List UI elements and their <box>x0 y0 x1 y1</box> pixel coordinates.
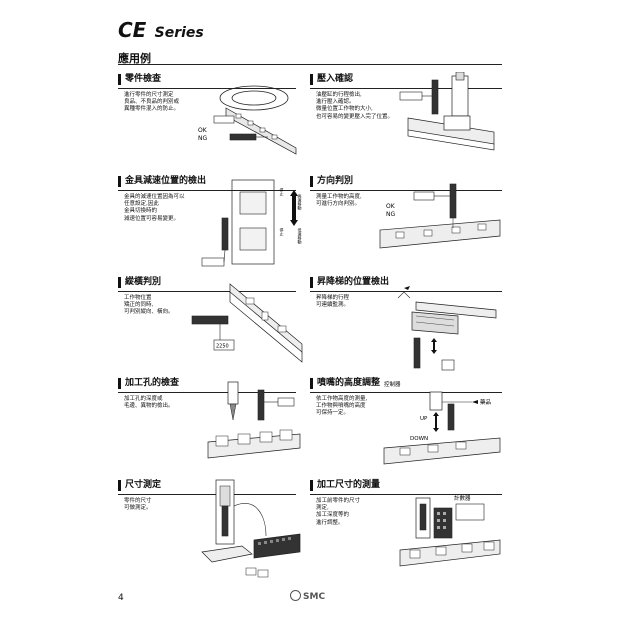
app-desc-dimension-measurement: 零件的尺寸 可做測定。 <box>124 498 152 512</box>
up-label: UP <box>420 416 428 422</box>
app-desc-part-inspection: 進行零件的尺寸測定 良品、不良品的判別或 異種零件混入的防止。 <box>124 92 180 113</box>
label-low-speed: 低速移動 <box>298 227 303 245</box>
ng-label: NG <box>198 135 207 142</box>
app-divider <box>310 392 502 393</box>
series-suffix: Series <box>154 25 204 41</box>
app-title-hole-inspection: 加工孔的檢查 <box>118 378 179 389</box>
ok-label: OK <box>198 127 208 134</box>
app-desc-hole-inspection: 加工孔的深度或 毛邊、異物的檢出。 <box>124 396 174 410</box>
logo-icon <box>290 590 301 601</box>
app-title-machining-measurement: 加工尺寸的測量 <box>310 480 380 491</box>
ok-label: OK <box>386 203 396 210</box>
app-title-press-fit: 壓入確認 <box>310 74 353 85</box>
brand-logo: SMC <box>290 590 325 602</box>
section-divider <box>118 64 502 65</box>
app-divider <box>310 190 502 191</box>
app-desc-elevator-position: 昇降梯的行程 可連續監測。 <box>316 295 350 309</box>
section-heading: 應用例 <box>118 52 151 65</box>
controller-label: 控制器 <box>384 380 401 388</box>
app-divider <box>118 392 296 393</box>
label-stop-top: 停止 <box>280 187 285 196</box>
app-desc-nozzle-height: 依工作物高度的測量, 工作物與噴嘴的高度 可保持一定。 <box>316 396 368 417</box>
series-prefix: CE <box>118 18 147 42</box>
label-high-speed: 高速移動 <box>298 193 303 211</box>
figure-orientation-check: OK NG <box>372 180 504 266</box>
counter-label: 計數器 <box>454 494 471 502</box>
down-label: DOWN <box>410 436 428 442</box>
series-title: CE Series <box>118 18 204 42</box>
chemical-label: 藥品 <box>480 398 492 406</box>
figure-press-fit <box>398 72 504 164</box>
figure-dimension-measurement <box>196 476 308 584</box>
figure-deceleration-detection: 停止 高速移動 低速移動 停止 <box>200 176 304 272</box>
logo-text: SMC <box>303 592 326 602</box>
ng-label: NG <box>386 211 395 218</box>
label-stop-bottom: 停止 <box>280 227 285 236</box>
app-divider <box>310 291 502 292</box>
app-desc-orientation-check: 測量工作物的高度, 可進行方向判別。 <box>316 194 362 208</box>
app-title-orientation-check: 方向判別 <box>310 176 353 187</box>
app-desc-press-fit: 油壓缸的行程檢出, 進行壓入確認。 微量位置工作物的大小, 也可容易的變更壓入完… <box>316 92 394 120</box>
app-desc-machining-measurement: 加工前零件的尺寸 測定, 加工深度等的 進行調整。 <box>316 498 361 526</box>
app-divider <box>310 494 502 495</box>
display-value: 2250 <box>216 344 229 350</box>
figure-part-inspection: OK NG <box>196 76 308 162</box>
app-divider <box>118 190 296 191</box>
figure-vertical-horizontal: 2250 <box>190 280 306 366</box>
figure-machining-measurement: 計數器 <box>396 492 504 584</box>
app-title-deceleration-detection: 金具減速位置的檢出 <box>118 176 206 187</box>
app-divider <box>118 88 296 89</box>
app-desc-vertical-horizontal: 工作物位置 矯正的同時, 可判別縱向、橫向。 <box>124 295 174 316</box>
page-number: 4 <box>118 593 124 603</box>
app-title-dimension-measurement: 尺寸測定 <box>118 480 161 491</box>
app-title-part-inspection: 零件檢查 <box>118 74 161 85</box>
app-divider <box>118 291 296 292</box>
app-title-vertical-horizontal: 縱橫判別 <box>118 277 161 288</box>
figure-elevator-position <box>396 282 504 372</box>
figure-hole-inspection <box>204 380 304 472</box>
figure-nozzle-height: 控制器 藥品 UP DOWN <box>380 378 504 472</box>
app-title-nozzle-height: 噴嘴的高度調整 <box>310 378 380 389</box>
app-title-elevator-position: 昇降梯的位置檢出 <box>310 277 389 288</box>
app-divider <box>118 494 296 495</box>
app-desc-deceleration-detection: 金具的減速位置因為可以 任意設定,因此 金具切換時的 減速位置可容易變更。 <box>124 194 185 222</box>
app-divider <box>310 88 502 89</box>
